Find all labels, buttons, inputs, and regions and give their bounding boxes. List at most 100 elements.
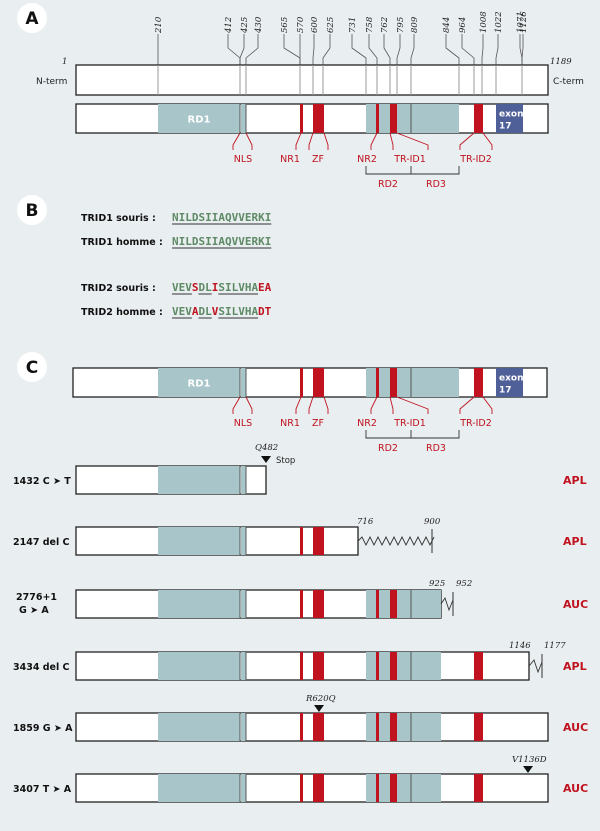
splice-end: 952 [456,579,472,589]
panel-c-label: C [26,358,38,378]
sequence-segment: DL [198,281,212,294]
nr1-mark [300,104,303,133]
zf-label: ZF [312,418,324,429]
disease-label: APL [563,535,587,548]
position-tick: 964 [458,17,475,65]
rd1-label: RD1 [188,379,211,390]
rd1-label: RD1 [188,115,211,126]
rd1-region [158,104,240,133]
sequence-segment: VEV [172,281,192,294]
nr2-mark [376,652,379,680]
position-label: 1126 [519,11,529,33]
mutant-bar [75,712,549,742]
trid1-mark [390,652,397,680]
trid1-label: TR-ID1 [393,154,426,165]
trid2-mark [474,104,483,133]
trid1-mark [390,590,397,618]
rd2-label: RD2 [378,443,398,454]
nls-label: NLS [234,418,252,429]
frameshift-zigzag [528,659,543,674]
panel-c-badge [17,352,47,382]
nr1-label: NR1 [280,418,300,429]
trid2-mark [474,713,483,741]
nr1-mark [300,368,303,397]
exon-label: exon [499,110,524,120]
position-label: 425 [240,17,250,34]
nr1-mark [300,590,303,618]
sequence-alignment: TRID1 souris :NILDSIIAQVVERKI TRID1 homme… [81,211,272,319]
position-label: 565 [280,17,290,33]
position-tick: 425 [239,17,250,65]
mutant-bar [75,773,549,803]
trid1-mark [390,713,397,741]
exon-number: 17 [499,386,512,396]
position-label: 1022 [494,11,504,33]
trid2-label: TR-ID2 [459,418,492,429]
nr2-label: NR2 [357,418,377,429]
sequence-segment: SILVHA [218,281,258,294]
nls-region [241,368,246,397]
position-tick: 758 [365,16,378,65]
disease-label: APL [563,474,587,487]
zf-mark [313,104,324,133]
position-label: 412 [224,17,234,34]
nr2-mark [376,713,379,741]
mutation-position: V1136D [512,755,547,765]
point-mutation-arrow [314,705,324,712]
zf-mark [313,774,324,802]
trid1-mark [390,774,397,802]
nls-region [241,774,246,802]
sequence-row: TRID1 homme :NILDSIIAQVVERKI [81,235,271,249]
sequence-segment: DT [258,305,272,318]
trid1-mark [390,368,397,397]
stop-label: Stop [276,456,295,466]
position-label: 210 [154,16,164,34]
position-tick: 1022 [494,11,504,65]
nls-region [241,652,246,680]
mutation-name: 2776+1 [16,592,57,603]
end-position: 1189 [550,57,572,67]
position-tick: 430 [245,16,264,65]
nls-region [241,713,246,741]
protein-bar [75,64,549,96]
nls-region [241,466,246,494]
panel-b-badge [17,195,47,225]
panel-a-label: A [25,9,39,29]
nr2-mark [376,368,379,397]
sequence-row: TRID1 souris :NILDSIIAQVVERKI [81,211,271,225]
nr1-mark [300,527,303,555]
sequence-segment: EA [258,281,272,294]
trid1-mark [390,104,397,133]
position-tick: 731 [348,17,367,65]
position-tick: 210 [154,16,164,65]
position-label: 625 [326,17,336,33]
rd2-rd3-region [366,368,459,397]
position-label: 1071 [516,11,526,33]
nls-region [241,590,246,618]
position-tick: 625 [322,17,336,65]
sequence-segment: NILDSIIAQVVERKI [172,211,271,224]
rd2-label: RD2 [378,179,398,190]
rd1-region [158,590,240,618]
sequence-label: TRID1 homme : [81,237,163,248]
sequence-segment: S [192,281,199,294]
position-label: 844 [442,17,452,33]
n-term-label: N-term [36,77,67,87]
sequence-label: TRID2 souris : [81,283,156,294]
mutation-name: 1432 C ➤ T [13,476,71,487]
sequence-segment: I [212,281,219,294]
sequence-label: TRID2 homme : [81,307,163,318]
frameshift-start: 1146 [509,641,531,651]
position-label: 762 [380,17,390,33]
rd1-region [158,368,240,397]
position-label: 430 [254,16,264,34]
